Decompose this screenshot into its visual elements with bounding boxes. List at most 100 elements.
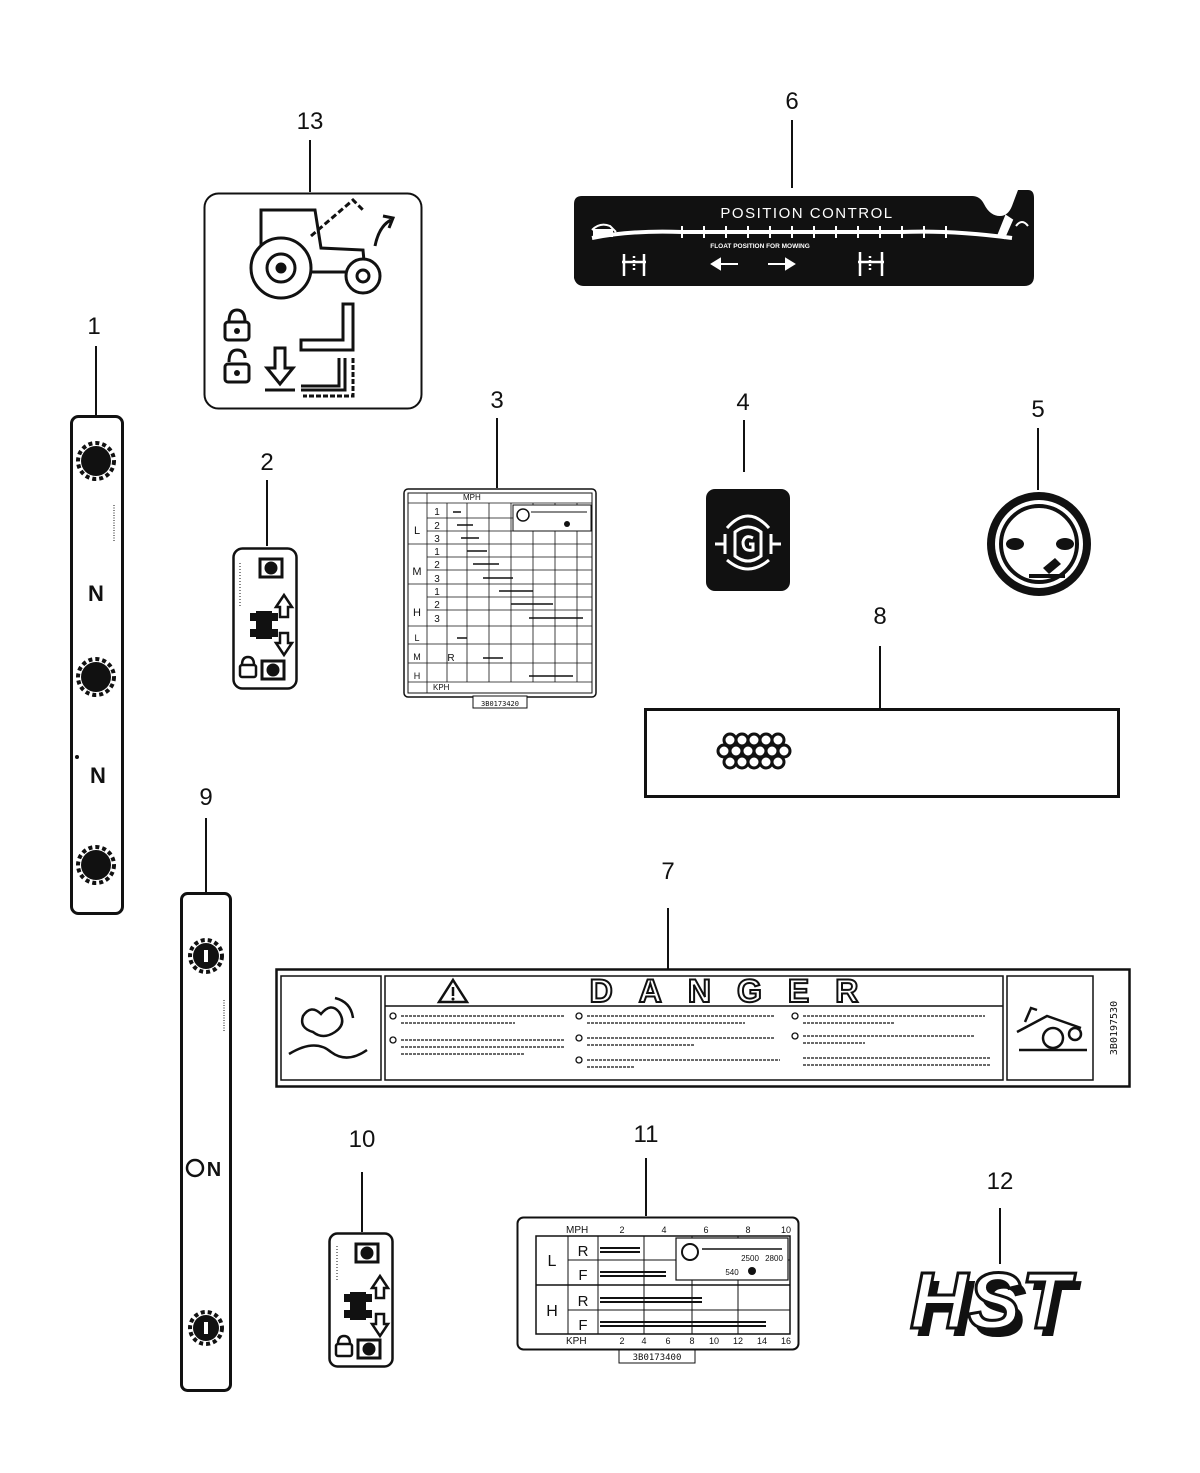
svg-text:12: 12 [733, 1336, 743, 1346]
arrow-up-icon [369, 1273, 391, 1300]
position-scale [591, 226, 1013, 240]
decal-2 [232, 547, 298, 690]
rpm-value: 2500 [741, 1254, 759, 1263]
leader-10 [361, 1172, 363, 1232]
leader-9 [205, 818, 207, 892]
decal-9-mark-n: N [207, 1159, 221, 1181]
decal-1: N N [70, 415, 124, 915]
range-label: H [414, 671, 421, 681]
callout-8: 8 [873, 603, 887, 630]
kph-ticks: 2 4 6 8 10 12 14 16 [619, 1336, 791, 1346]
leader-1 [95, 346, 97, 416]
leader-5 [1037, 428, 1039, 490]
lock-closed-icon [223, 308, 251, 342]
decal-6-subtitle: FLOAT POSITION FOR MOWING [710, 243, 810, 250]
callout-13: 13 [296, 108, 324, 135]
decal-3: MPH KPH L M H L M H 1 2 3 1 2 3 1 2 3 R [403, 488, 597, 709]
hand-control-icon [1006, 538, 1074, 578]
gear-icon [76, 657, 116, 697]
rpm-inset [512, 504, 592, 532]
gear-label: 2 [434, 560, 440, 571]
chart-grid [408, 493, 592, 693]
leader-12 [999, 1208, 1001, 1264]
lever-icon [299, 302, 355, 398]
gear-label: 2 [434, 521, 440, 532]
pto-speed: 540 [725, 1268, 739, 1277]
lock-icon [334, 1334, 354, 1358]
mph-header: MPH [463, 493, 481, 502]
callout-3: 3 [490, 387, 504, 414]
decal-5 [987, 492, 1091, 596]
dot-mark [75, 755, 79, 759]
gear-label: 3 [434, 534, 440, 545]
svg-text:2: 2 [619, 1225, 624, 1235]
decal-9: N [180, 892, 232, 1392]
callout-12: 12 [986, 1168, 1014, 1195]
decal-12: HST HST [909, 1260, 1083, 1346]
kph-footer: KPH [566, 1336, 587, 1347]
decal-8 [644, 708, 1120, 798]
kph-footer: KPH [433, 683, 450, 692]
callout-6: 6 [785, 88, 799, 115]
hex-mesh-icon [716, 732, 792, 770]
decal-13 [203, 192, 423, 410]
decal-1-mark-n2: N [90, 763, 106, 788]
warning-triangle-icon [436, 977, 470, 1004]
mph-header: MPH [566, 1225, 588, 1236]
svg-text:10: 10 [709, 1336, 719, 1346]
brand-mark: N [185, 1158, 221, 1181]
leader-7 [667, 908, 669, 970]
decal-11: MPH KPH 2 4 6 8 10 2 4 6 8 10 12 14 16 L… [516, 1216, 800, 1364]
callout-2: 2 [260, 449, 274, 476]
decal-4 [706, 489, 790, 591]
leader-3 [496, 418, 498, 488]
gear-label: 1 [434, 547, 440, 558]
gear-label: 3 [434, 574, 440, 585]
gear-label: 2 [434, 600, 440, 611]
gear-icon [76, 441, 116, 481]
arrow-up-icon [273, 592, 295, 619]
hst-text: HST [910, 1260, 1076, 1345]
range-label: H [546, 1303, 558, 1320]
svg-text:8: 8 [689, 1336, 694, 1346]
danger-title: DANGER [590, 973, 885, 1009]
range-label: H [413, 607, 421, 619]
reverse-label: R [447, 653, 454, 664]
svg-text:14: 14 [757, 1336, 767, 1346]
svg-text:16: 16 [781, 1336, 791, 1346]
svg-text:2: 2 [619, 1336, 624, 1346]
gear-label: 3 [434, 614, 440, 625]
gear-label: 1 [434, 587, 440, 598]
leader-13 [309, 140, 311, 192]
decal-6-title: POSITION CONTROL [720, 205, 893, 222]
mph-ticks: 2 4 6 8 10 [619, 1225, 791, 1235]
gear-label: 1 [434, 507, 440, 518]
callout-5: 5 [1031, 396, 1045, 423]
callout-10: 10 [348, 1126, 376, 1153]
arrow-left-icon [710, 257, 738, 271]
direction-label: F [578, 1317, 587, 1334]
range-label: M [412, 566, 421, 578]
range-label: L [414, 633, 419, 643]
direction-label: F [578, 1267, 587, 1284]
range-label: L [414, 525, 420, 537]
hitch-left-icon [622, 254, 646, 276]
range-label: L [548, 1253, 557, 1270]
hydraulic-icon [715, 514, 781, 571]
pto-icon [260, 659, 286, 681]
svg-text:10: 10 [781, 1225, 791, 1235]
rpm-value: 2800 [765, 1254, 783, 1263]
leader-4 [743, 420, 745, 472]
range-label: M [413, 652, 421, 662]
pto-icon [258, 557, 284, 579]
tractor-icon [249, 197, 396, 300]
speed-bars [600, 1247, 766, 1327]
gear-icon [188, 938, 224, 974]
implement-lower-icon [591, 223, 617, 237]
callout-9: 9 [199, 784, 213, 811]
leader-11 [645, 1158, 647, 1216]
callout-4: 4 [736, 389, 750, 416]
lock-icon [238, 655, 258, 679]
direction-label: R [578, 1243, 589, 1260]
svg-text:4: 4 [661, 1225, 666, 1235]
